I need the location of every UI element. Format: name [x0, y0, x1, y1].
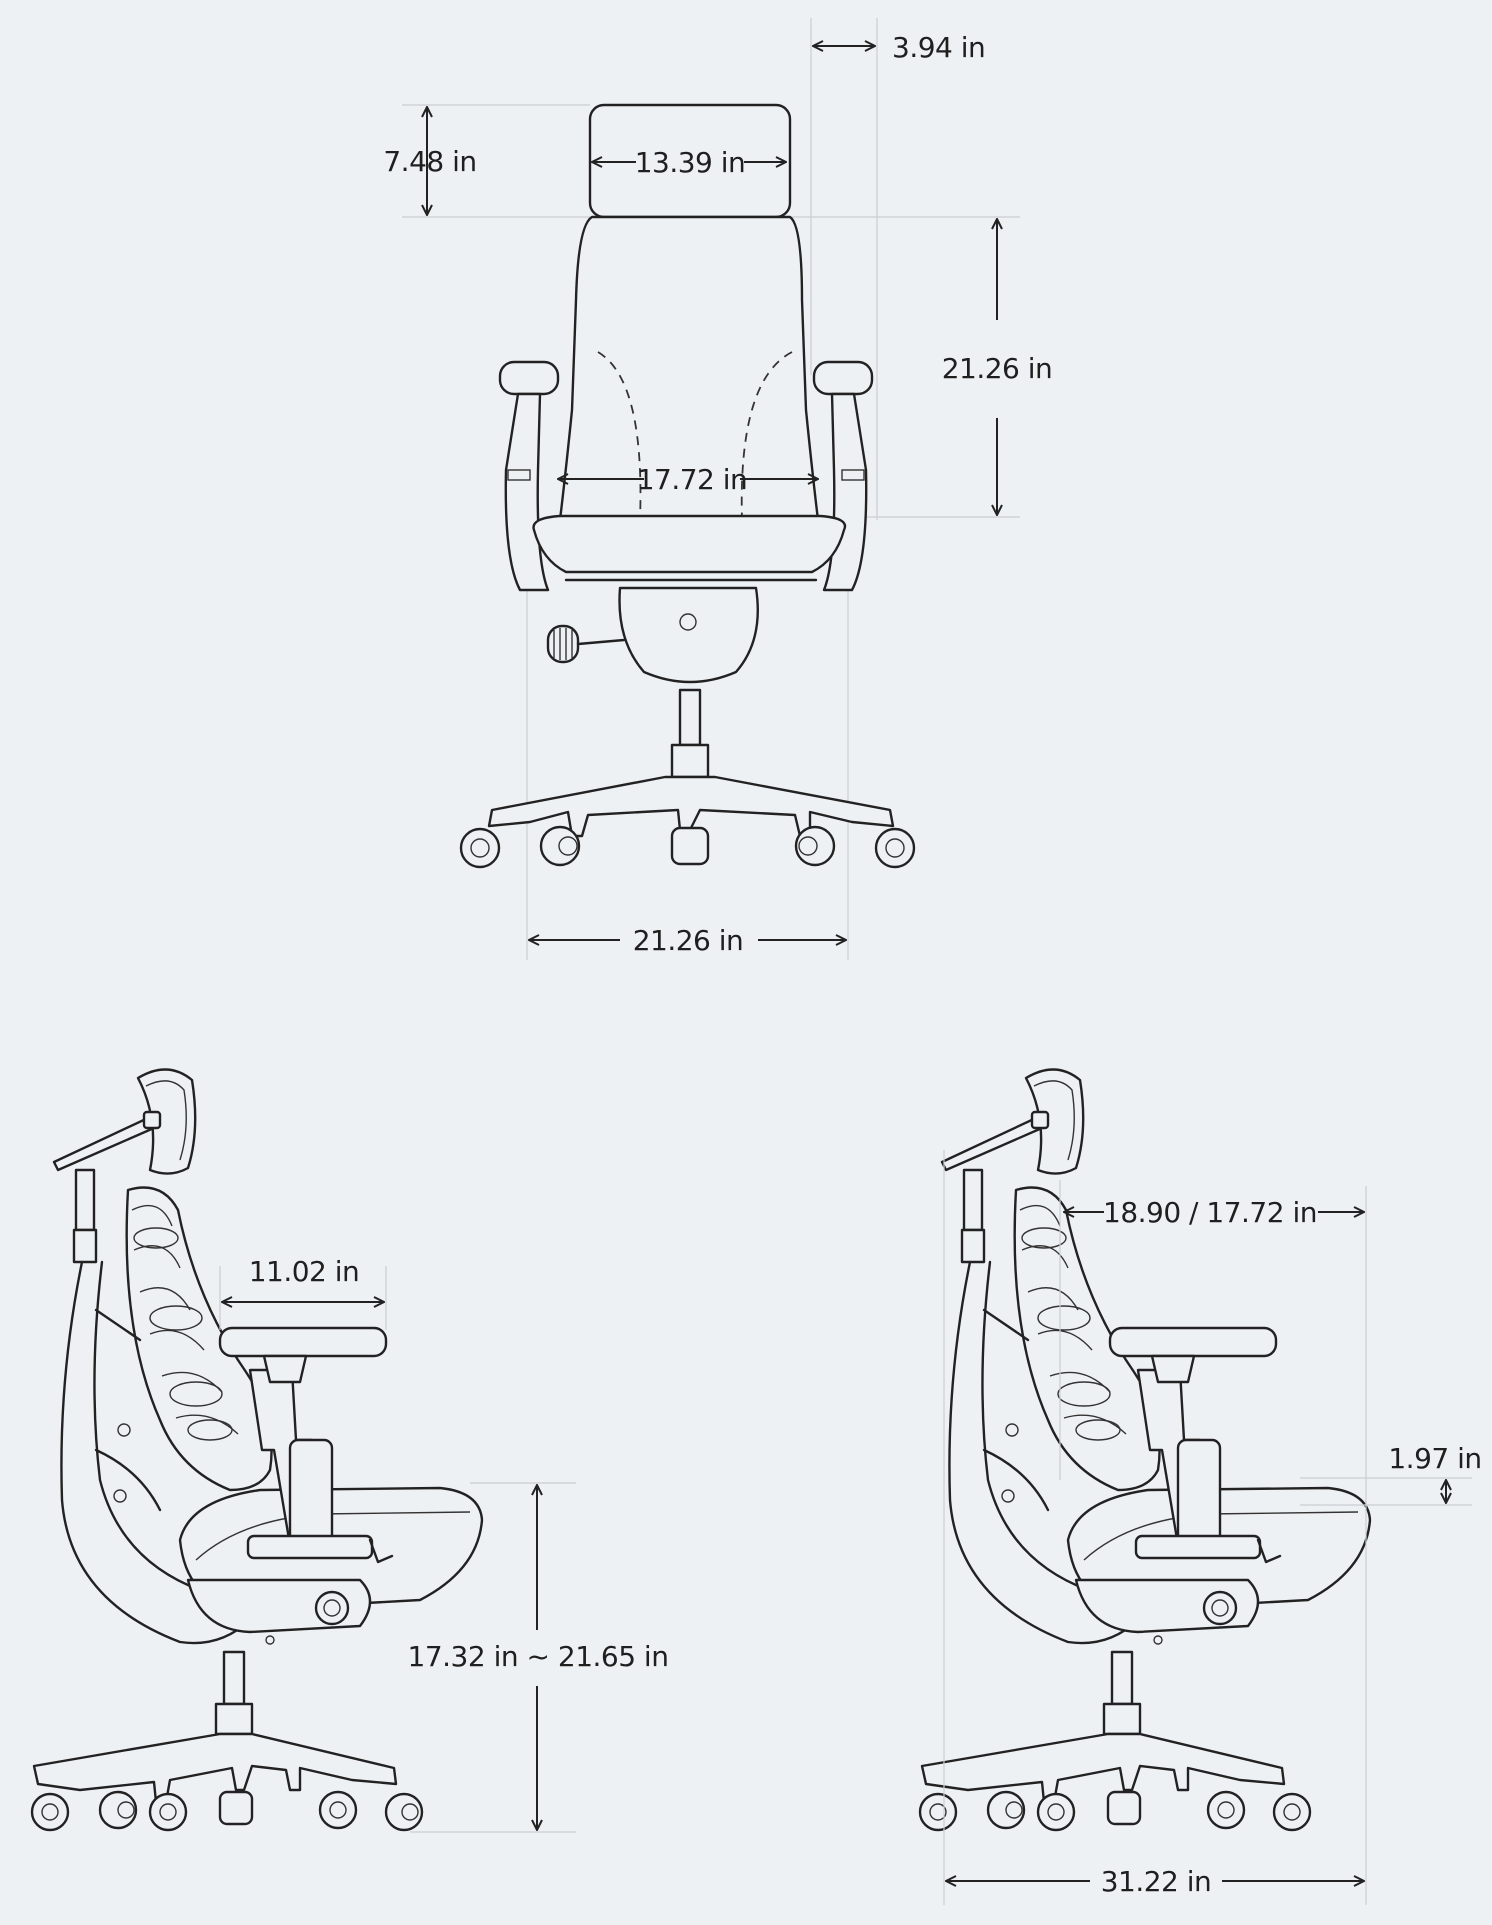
front-guides — [402, 18, 1020, 960]
label-headrest-height: 7.48 in — [383, 145, 476, 178]
right-dimension-arrows — [946, 1212, 1446, 1881]
side-view-left-chair — [30, 1068, 484, 1832]
backrest-seam-left — [597, 351, 642, 521]
front-dimension-arrows — [427, 46, 997, 940]
label-backrest-width: 17.72 in — [637, 463, 748, 496]
front-view-chair — [402, 18, 1020, 960]
left-casters — [30, 1790, 424, 1832]
front-casters — [459, 825, 916, 869]
left-dimension-arrows — [222, 1302, 537, 1830]
right-lumbar-segments — [1019, 1204, 1127, 1441]
tension-knob — [546, 624, 626, 664]
label-armrest-depth: 11.02 in — [249, 1255, 360, 1288]
label-seat-tilt: 1.97 in — [1388, 1442, 1481, 1475]
label-base-width: 21.26 in — [633, 924, 744, 957]
mechanism-outline — [618, 586, 759, 684]
label-headrest-adjust: 3.94 in — [892, 31, 985, 64]
label-headrest-width: 13.39 in — [635, 146, 746, 179]
right-casters — [918, 1790, 1312, 1832]
gas-lift — [678, 688, 702, 747]
seat-outline — [532, 514, 847, 574]
lumbar-segments — [131, 1204, 239, 1441]
side-view-right-chair — [918, 1068, 1372, 1832]
label-backrest-height: 21.26 in — [942, 352, 1053, 385]
gas-lift-cover — [670, 743, 710, 779]
label-seat-height: 17.32 in ~ 21.65 in — [408, 1640, 669, 1673]
label-seat-depth: 18.90 / 17.72 in — [1103, 1196, 1317, 1229]
label-base-depth: 31.22 in — [1101, 1865, 1212, 1898]
left-guides — [219, 1266, 576, 1833]
backrest-seam-right — [740, 351, 793, 521]
right-guides — [943, 1150, 1472, 1905]
